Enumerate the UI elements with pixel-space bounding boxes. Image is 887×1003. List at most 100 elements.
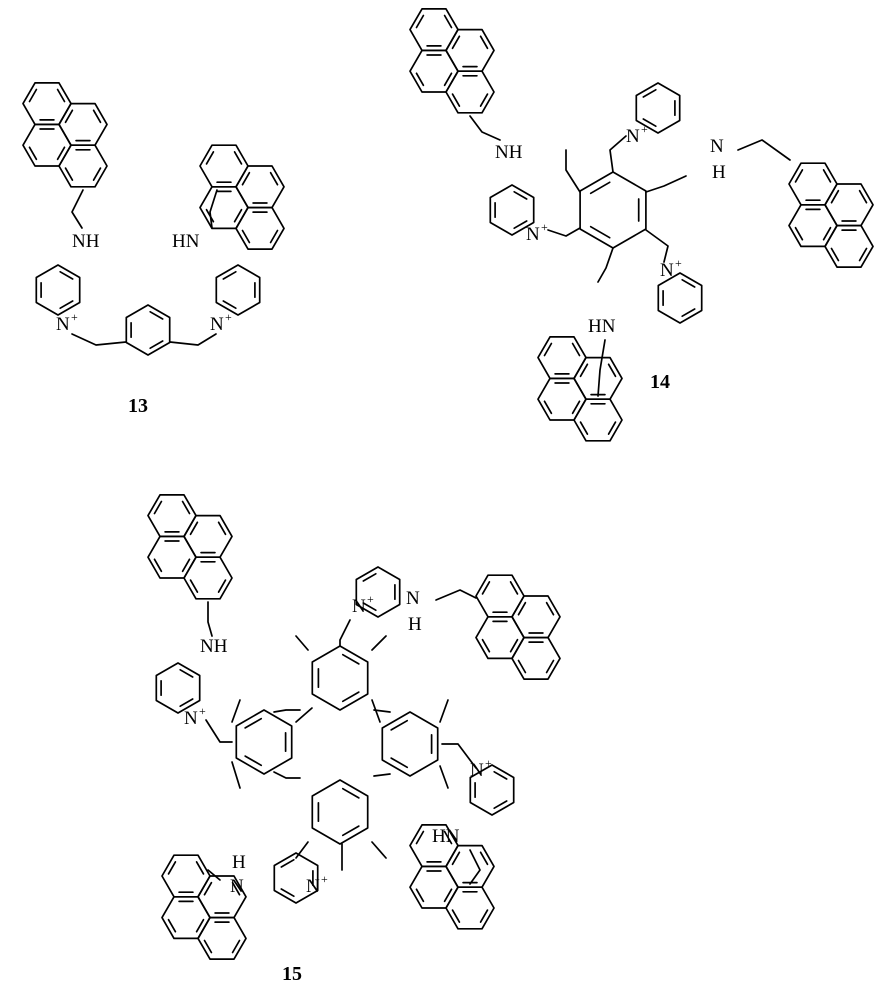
double-bond <box>794 226 804 241</box>
ring-outline <box>273 852 319 904</box>
double-bond <box>545 659 555 674</box>
bond-line <box>273 771 301 779</box>
bond-line <box>469 849 481 885</box>
ring-outline <box>537 377 587 421</box>
double-bond <box>415 14 425 29</box>
double-bond <box>443 72 453 87</box>
double-bond <box>181 558 191 573</box>
ring-outline <box>355 566 401 618</box>
positive-charge-label: + <box>321 872 328 886</box>
double-bond <box>493 800 508 810</box>
double-bond <box>479 35 489 50</box>
double-bond <box>92 109 102 124</box>
double-bond <box>579 421 589 435</box>
positive-charge-label: + <box>199 704 206 718</box>
double-bond <box>443 888 453 903</box>
double-bond <box>607 363 617 378</box>
bond-line <box>439 699 449 723</box>
double-bond <box>571 342 581 357</box>
ring-outline <box>511 595 561 639</box>
double-bond <box>415 830 425 845</box>
double-bond <box>509 581 519 595</box>
pyridinium-n-label: N <box>184 708 198 729</box>
double-bond <box>153 558 163 573</box>
ring-outline <box>511 636 561 680</box>
ring-outline <box>22 82 72 126</box>
double-bond <box>341 787 360 799</box>
ring-outline <box>635 82 681 134</box>
ring-outline <box>155 662 201 714</box>
double-bond <box>217 521 227 536</box>
pyridinium-n-label: N <box>352 596 366 617</box>
ring-outline <box>125 304 171 356</box>
amine-h-label: H <box>408 614 422 635</box>
double-bond <box>451 909 461 923</box>
double-bond <box>415 72 425 87</box>
ring-outline <box>579 171 647 249</box>
ring-outline <box>445 70 495 114</box>
ring-outline <box>147 494 197 538</box>
double-bond <box>179 668 194 678</box>
double-bond <box>545 601 555 616</box>
bond-line <box>439 765 449 789</box>
double-bond <box>241 229 251 244</box>
ring-outline <box>311 645 369 711</box>
double-bond <box>571 400 581 415</box>
double-bond <box>56 146 66 161</box>
ring-outline <box>235 709 293 775</box>
double-bond <box>479 851 489 866</box>
pyridinium-n-label: N <box>306 876 320 897</box>
ring-outline <box>475 615 525 660</box>
double-bond <box>390 719 409 731</box>
double-bond <box>241 171 251 186</box>
bond-line <box>371 699 381 723</box>
double-bond <box>794 169 804 183</box>
amine-hn-label: HN <box>588 316 616 337</box>
double-bond <box>451 93 461 107</box>
ring-outline <box>161 895 211 940</box>
double-bond <box>681 308 696 318</box>
bond-line <box>71 189 84 229</box>
ring-outline <box>657 272 703 324</box>
ring-outline <box>235 206 285 250</box>
ring-outline <box>537 336 587 380</box>
bond-line <box>207 601 213 637</box>
bond-line <box>371 841 387 859</box>
double-bond <box>543 400 553 415</box>
double-bond <box>231 881 241 896</box>
double-bond <box>269 171 279 186</box>
bond-line <box>231 699 241 723</box>
double-bond <box>222 270 237 280</box>
double-bond <box>189 521 199 536</box>
positive-charge-label: + <box>71 310 78 324</box>
double-bond <box>92 167 102 181</box>
ring-outline <box>824 224 874 268</box>
bond-line <box>209 189 218 229</box>
amine-nh-label: NH <box>200 636 228 657</box>
bond-line <box>373 773 391 777</box>
double-bond <box>579 363 589 378</box>
double-bond <box>179 698 194 708</box>
double-bond <box>205 151 215 165</box>
double-bond <box>233 151 243 165</box>
double-bond <box>203 939 213 954</box>
ring-outline <box>469 764 515 816</box>
ring-outline <box>489 184 535 236</box>
ring-outline <box>381 711 439 777</box>
ring-outline <box>409 865 459 909</box>
double-bond <box>153 500 163 515</box>
ring-outline <box>409 824 459 868</box>
amine-h-label: H <box>712 162 726 183</box>
amine-nh-label: NH <box>495 142 523 163</box>
double-bond <box>222 300 237 310</box>
bond-line <box>547 227 581 237</box>
double-bond <box>543 342 553 357</box>
double-bond <box>217 579 227 593</box>
bond-line <box>207 869 221 881</box>
bond-line <box>565 149 581 193</box>
double-bond <box>167 861 177 875</box>
double-bond <box>59 270 74 280</box>
double-bond <box>607 421 617 435</box>
